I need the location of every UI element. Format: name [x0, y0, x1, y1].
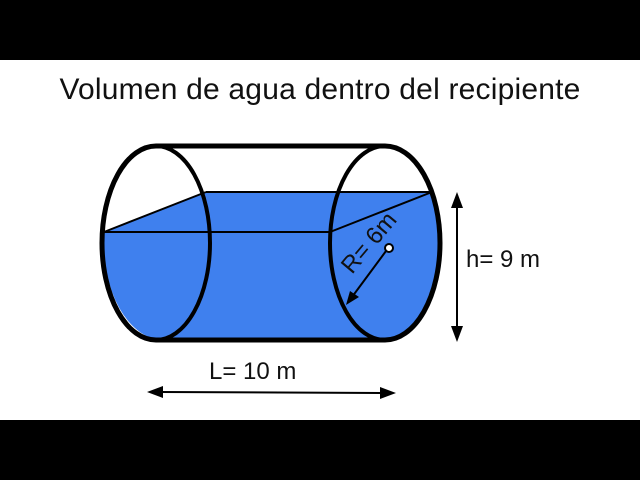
diagram-title: Volumen de agua dentro del recipiente	[59, 73, 581, 106]
center-point-icon	[384, 243, 394, 253]
diagram-canvas: Volumen de agua dentro del recipiente	[0, 60, 640, 420]
height-indicator: h= 9 m	[451, 192, 540, 342]
length-label: L= 10 m	[209, 358, 296, 385]
height-label: h= 9 m	[466, 246, 540, 273]
arrow-right-icon	[380, 387, 396, 399]
arrowhead-icon	[346, 291, 359, 305]
letterbox-top	[0, 0, 640, 60]
cylinder-outline	[99, 143, 443, 343]
water-surface	[103, 191, 433, 233]
arrow-left-icon	[147, 386, 163, 398]
water-volume	[103, 192, 440, 341]
letterbox-bottom	[0, 420, 640, 480]
arrow-up-icon	[451, 192, 463, 208]
cylinder-diagram: R= 6m h= 9 m L= 10 m	[99, 143, 540, 399]
arrow-down-icon	[451, 326, 463, 342]
length-indicator: L= 10 m	[147, 358, 396, 399]
